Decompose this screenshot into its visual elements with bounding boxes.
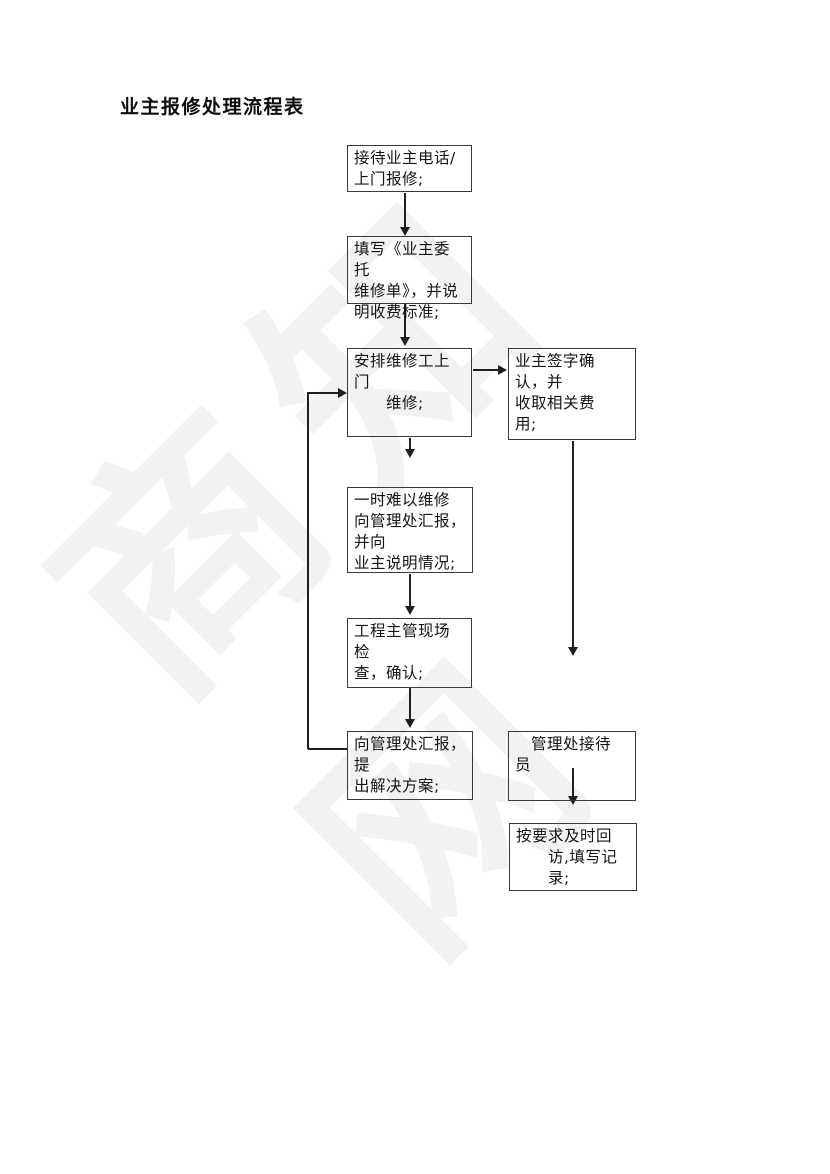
flow-box-callback-record: 按要求及时回 访,填写记 录; [509,823,637,891]
flow-box-arrange-worker: 安排维修工上 门 维修; [347,348,472,437]
connector-arrange-to-hard [409,438,411,449]
arrowhead-down-icon [405,606,415,615]
connector-supervisor-to-report [409,688,411,719]
page-title: 业主报修处理流程表 [120,96,305,118]
watermark: 商知网 [0,1023,830,1174]
flow-box-supervisor-check: 工程主管现场 检 查，确认; [347,618,472,688]
arrowhead-down-icon [568,647,578,656]
connector-fill-to-arrange [404,304,406,337]
flow-box-owner-sign: 业主签字确 认，并 收取相关费 用; [508,348,636,440]
arrowhead-down-icon [400,337,410,346]
loopback-bottom-segment [308,748,347,750]
loopback-vertical-segment [307,392,309,749]
arrowhead-down-icon [400,227,410,236]
flow-box-hard-to-repair: 一时难以维修 向管理处汇报， 并向 业主说明情况; [347,487,473,573]
connector-receptionist-to-callback [572,768,574,796]
flow-box-receptionist: 管理处接待 员 [508,731,636,801]
flow-box-fill-form: 填写《业主委托 维修单》，并说 明收费标准; [347,236,472,321]
flow-box-receive-call: 接待业主电话/ 上门报修; [347,145,472,192]
connector-receive-to-fill [404,193,406,227]
connector-hard-to-supervisor [409,574,411,606]
arrowhead-down-icon [405,449,415,458]
arrowhead-right-icon [338,388,347,398]
connector-sign-to-receptionist [572,441,574,647]
loopback-top-segment [308,392,338,394]
flow-box-report-solution: 向管理处汇报， 提 出解决方案; [347,731,473,800]
arrowhead-down-icon [405,719,415,728]
arrowhead-right-icon [498,365,507,375]
connector-arrange-to-sign [473,369,499,371]
